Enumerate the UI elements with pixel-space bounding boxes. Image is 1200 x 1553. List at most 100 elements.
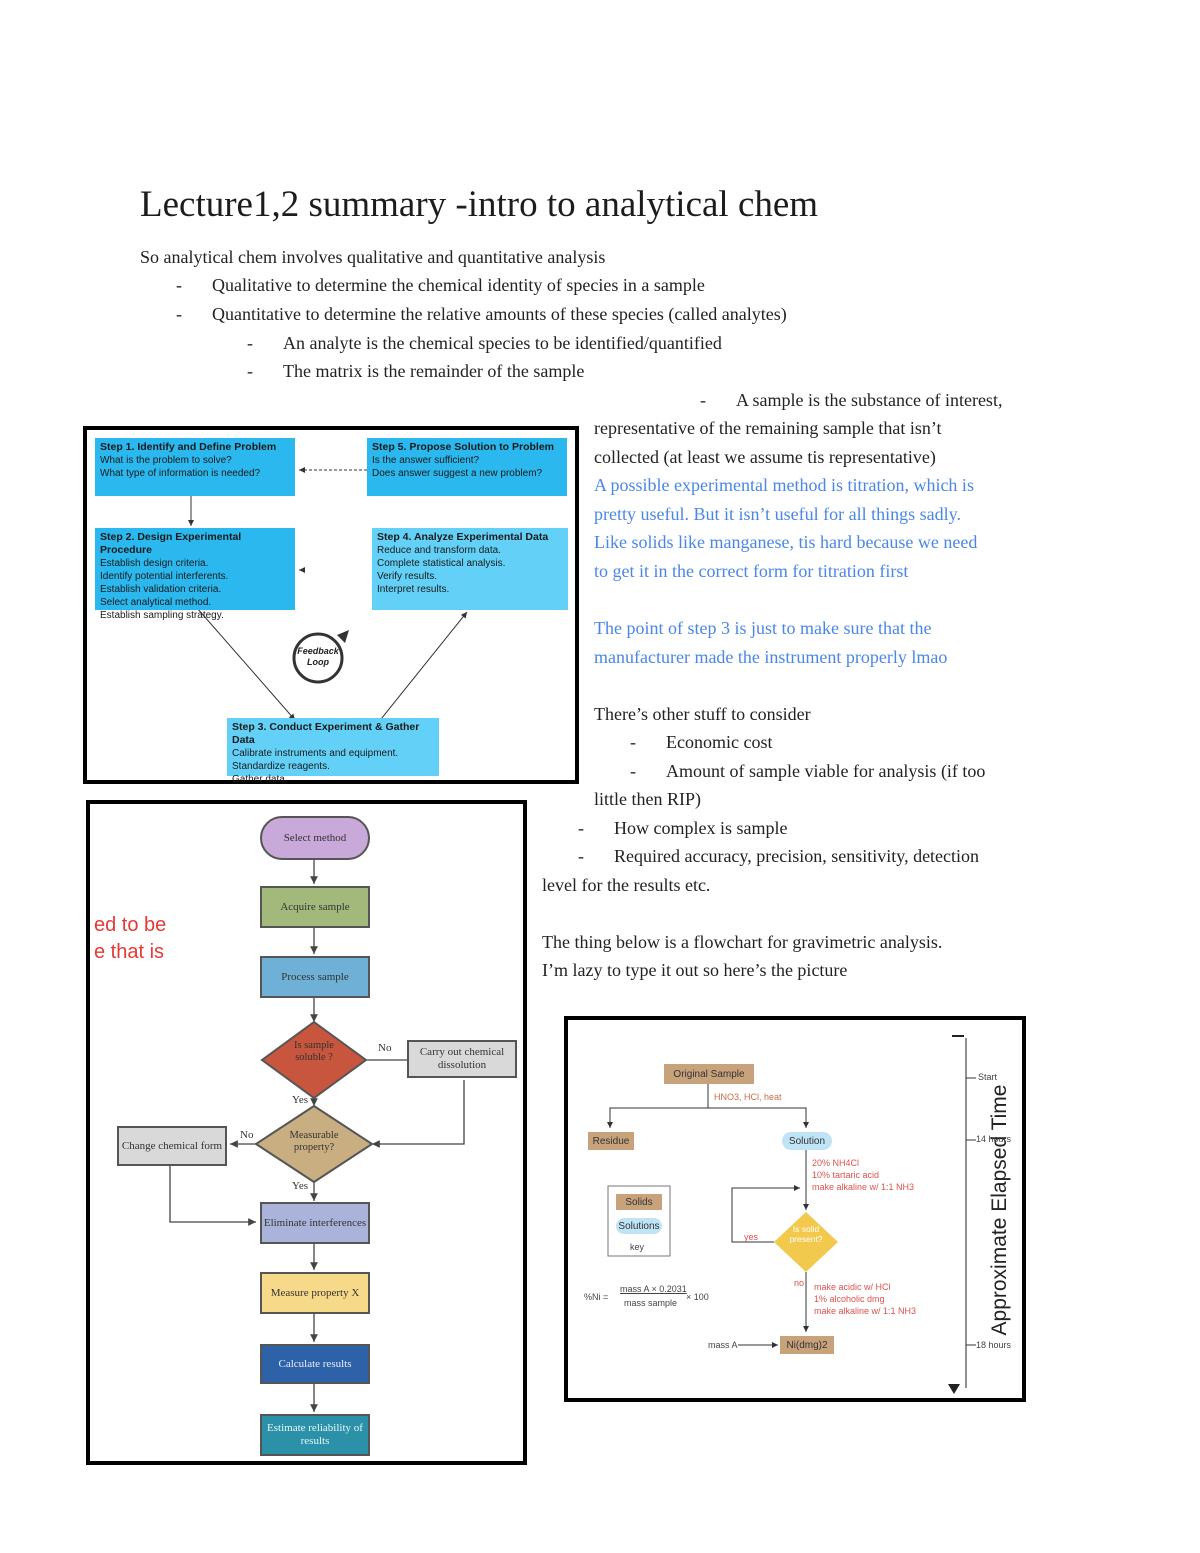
step4-line: Complete statistical analysis.	[377, 558, 506, 569]
node-dissolution: Carry out chemical dissolution	[407, 1040, 517, 1078]
cut-off-red-text: e that is	[94, 941, 165, 963]
node-change-form: Change chemical form	[117, 1126, 227, 1166]
acidify-line: make acidic w/ HCl	[814, 1282, 891, 1292]
dash: -	[578, 846, 584, 866]
dash: -	[247, 333, 253, 353]
feedback-word: Feedback	[297, 646, 339, 656]
bullet-text: Quantitative to determine the relative a…	[212, 304, 787, 324]
text-line: level for the results etc.	[542, 875, 711, 895]
step4-box: Step 4. Analyze Experimental Data Reduce…	[372, 528, 568, 610]
dash: -	[176, 275, 182, 295]
step1-box: Step 1. Identify and Define Problem What…	[95, 438, 295, 496]
mass-a-label: mass A	[708, 1340, 738, 1350]
reagent-line: 20% NH4Cl	[812, 1158, 860, 1168]
note-line: to get it in the correct form for titrat…	[594, 561, 909, 581]
node-select-method: Select method	[260, 816, 370, 860]
step3-line: Calibrate instruments and equipment.	[232, 748, 399, 759]
feedback-loop-label: Feedback Loop	[295, 646, 341, 668]
label-no: No	[378, 1042, 392, 1054]
fig1-arrows	[188, 467, 468, 725]
note-line: Like solids like manganese, tis hard bec…	[594, 532, 978, 552]
step2-line: Establish design criteria.	[100, 558, 209, 569]
time-18h: 18 hours	[976, 1340, 1012, 1350]
node-process-sample: Process sample	[260, 956, 370, 998]
step2-title: Step 2. Design Experimental Procedure	[100, 531, 242, 556]
step3-line: Gather data.	[232, 774, 288, 785]
note-line: The point of step 3 is just to make sure…	[594, 618, 932, 638]
dash: -	[630, 761, 636, 781]
decision-label: Is solid present?	[789, 1224, 823, 1244]
step3-title: Step 3. Conduct Experiment & Gather Data	[232, 721, 420, 746]
key-solutions: Solutions	[616, 1218, 662, 1234]
figure-method-flowchart: Select method Acquire sample Process sam…	[86, 800, 527, 1465]
bullet-text: Qualitative to determine the chemical id…	[212, 275, 705, 295]
formula-denominator: mass sample	[624, 1298, 678, 1308]
bullet-text: Required accuracy, precision, sensitivit…	[614, 846, 980, 866]
node-soluble-label: Is sample soluble ?	[294, 1040, 334, 1063]
acid-reagents: HNO3, HCl, heat	[714, 1092, 782, 1102]
dash: -	[176, 304, 182, 324]
label-no: No	[240, 1129, 254, 1141]
axis-elapsed-time: Approximate Elapsed Time	[988, 1084, 1011, 1336]
key-solids: Solids	[616, 1194, 662, 1210]
label-yes: Yes	[292, 1180, 309, 1192]
reagent-line: make alkaline w/ 1:1 NH3	[812, 1182, 915, 1192]
page-title: Lecture1,2 summary -intro to analytical …	[140, 184, 819, 225]
bullet-text: Economic cost	[666, 732, 773, 752]
note-line: pretty useful. But it isn’t useful for a…	[594, 504, 961, 524]
note-line: manufacturer made the instrument properl…	[594, 647, 948, 667]
key-label: key	[630, 1242, 645, 1252]
reagent-line: 10% tartaric acid	[812, 1170, 880, 1180]
bullet-line: -The matrix is the remainder of the samp…	[247, 357, 584, 385]
dash: -	[578, 818, 584, 838]
figure-analytical-process: Step 1. Identify and Define Problem What…	[83, 426, 579, 785]
formula-left: %Ni =	[584, 1292, 609, 1302]
step5-line: Is the answer sufficient?	[372, 455, 480, 466]
formula-numerator: mass A × 0.2031	[620, 1284, 687, 1294]
dash: -	[700, 390, 706, 410]
bullet-line: - How complex is sample	[578, 814, 787, 842]
figure-gravimetric-flowchart: Original Sample HNO3, HCl, heat Residue …	[564, 1016, 1026, 1402]
dash: -	[630, 732, 636, 752]
acidify-line: make alkaline w/ 1:1 NH3	[814, 1306, 917, 1316]
decision-solid-present	[774, 1212, 838, 1272]
decision-soluble	[260, 1020, 368, 1100]
node-acquire-sample: Acquire sample	[260, 886, 370, 928]
bullet-line: - Amount of sample viable for analysis (i…	[630, 757, 985, 785]
note-line: A possible experimental method is titrat…	[594, 475, 974, 495]
formula-right: × 100	[686, 1292, 709, 1302]
text-line: little then RIP)	[594, 789, 701, 809]
label-yes: Yes	[292, 1094, 309, 1106]
bullet-line: -A sample is the substance of interest,	[700, 386, 1002, 414]
step2-line: Identify potential interferents.	[100, 571, 229, 582]
step2-line: Establish validation criteria.	[100, 584, 222, 595]
node-estimate: Estimate reliability of results	[260, 1414, 370, 1456]
decision-measurable	[254, 1104, 374, 1184]
bullet-text: An analyte is the chemical species to be…	[283, 333, 722, 353]
label-yes: yes	[744, 1232, 759, 1242]
node-calculate: Calculate results	[260, 1344, 370, 1384]
text-line: There’s other stuff to consider	[594, 704, 811, 724]
bullet-line: - Economic cost	[630, 728, 772, 756]
text-line: The thing below is a flowchart for gravi…	[542, 932, 943, 952]
bullet-line: - Qualitative to determine the chemical i…	[176, 271, 705, 299]
bullet-text: Amount of sample viable for analysis (if…	[666, 761, 986, 781]
label-no: no	[794, 1278, 805, 1288]
bullet-line: - Required accuracy, precision, sensitivi…	[578, 842, 979, 870]
step1-line: What type of information is needed?	[100, 468, 261, 479]
step4-line: Reduce and transform data.	[377, 545, 501, 556]
step2-line: Select analytical method.	[100, 597, 212, 608]
bullet-text: The matrix is the remainder of the sampl…	[283, 361, 585, 381]
step3-line: Standardize reagents.	[232, 761, 330, 772]
text-line: collected (at least we assume tis repres…	[594, 447, 936, 467]
bullet-line: - Quantitative to determine the relative …	[176, 300, 787, 328]
node-measure: Measure property X	[260, 1272, 370, 1314]
time-start: Start	[978, 1072, 998, 1082]
step1-line: What is the problem to solve?	[100, 455, 232, 466]
bullet-text: How complex is sample	[614, 818, 788, 838]
step5-title: Step 5. Propose Solution to Problem	[372, 441, 555, 453]
step2-box: Step 2. Design Experimental Procedure Es…	[95, 528, 295, 621]
acidify-line: 1% alcoholic dmg	[814, 1294, 885, 1304]
text-line: representative of the remaining sample t…	[594, 418, 942, 438]
step2-line: Establish sampling strategy.	[100, 610, 224, 621]
